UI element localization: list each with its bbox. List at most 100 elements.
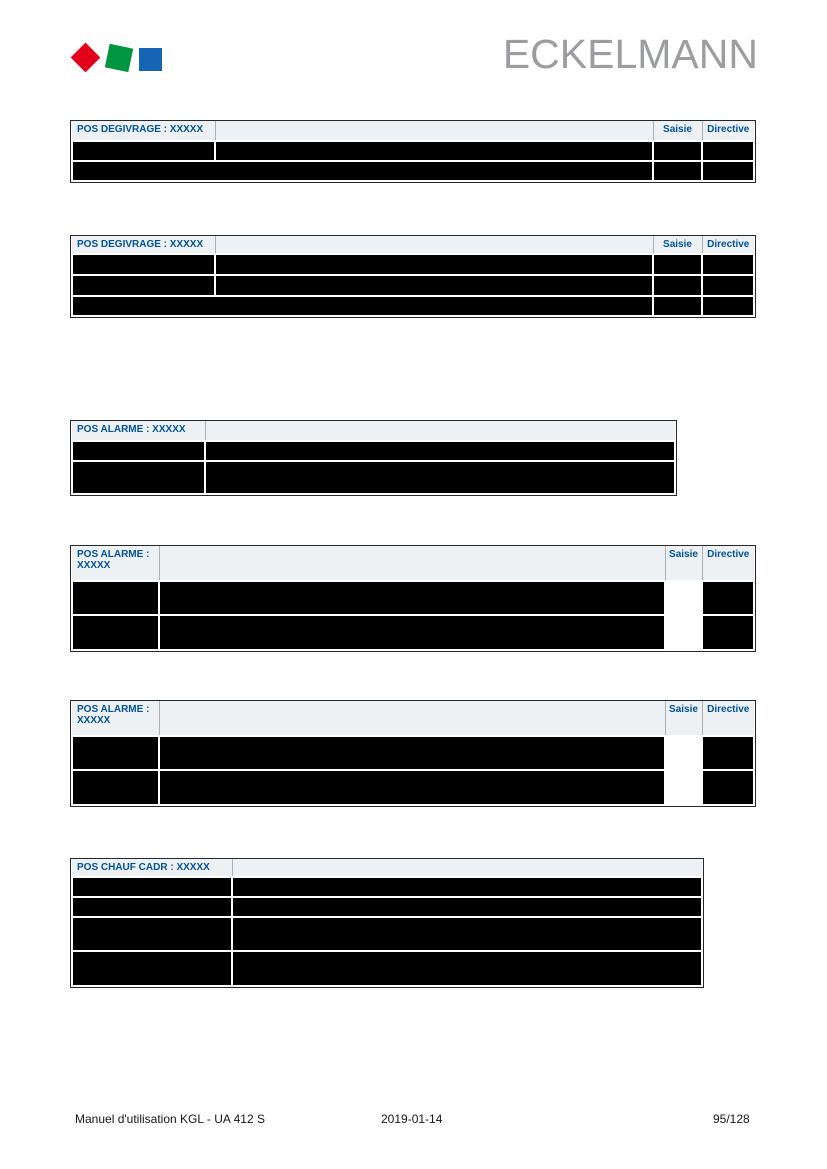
table-row — [71, 460, 676, 495]
table-title: POS ALARME : XXXXX — [72, 421, 205, 441]
redacted-cell — [71, 896, 233, 918]
header-spacer — [204, 421, 675, 441]
redacted-cell — [652, 140, 703, 162]
header-row: POS ALARME : XXXXX Saisie Directive — [72, 701, 754, 736]
redacted-cell — [214, 140, 654, 162]
redacted-cell — [701, 735, 755, 771]
redacted-cell — [231, 896, 703, 918]
table-title: POS ALARME : XXXXX — [72, 546, 159, 581]
pos-alarme-table-3: POS ALARME : XXXXX Saisie Directive — [70, 700, 756, 807]
saisie-column-header: Saisie — [664, 546, 702, 581]
table-title: POS DEGIVRAGE : XXXXX — [72, 121, 215, 141]
redacted-cell — [701, 253, 755, 276]
redacted-cell — [71, 160, 654, 182]
logo-blue-square-icon — [139, 48, 162, 71]
redacted-cell — [158, 735, 666, 771]
directive-column-header: Directive — [701, 701, 754, 736]
saisie-column-header: Saisie — [652, 121, 702, 141]
redacted-cell — [71, 950, 233, 987]
table-row — [71, 614, 755, 651]
empty-cell — [664, 769, 703, 806]
header-spacer — [158, 701, 665, 736]
redacted-cell — [71, 735, 160, 771]
redacted-cell — [231, 916, 703, 952]
directive-column-header: Directive — [701, 121, 754, 141]
footer-date: 2019-01-14 — [381, 1112, 443, 1126]
header-row: POS ALARME : XXXXX Saisie Directive — [72, 546, 754, 581]
redacted-cell — [71, 274, 216, 297]
table-row — [71, 295, 755, 317]
table-row — [71, 876, 703, 898]
redacted-cell — [71, 580, 160, 616]
header-row: POS ALARME : XXXXX — [72, 421, 675, 441]
redacted-cell — [652, 253, 703, 276]
table-row — [71, 140, 755, 162]
table-title: POS CHAUF CADR : XXXXX — [72, 859, 232, 877]
header-spacer — [214, 236, 653, 254]
footer-page-number: 95/128 — [713, 1112, 750, 1126]
table-title: POS DEGIVRAGE : XXXXX — [72, 236, 215, 254]
redacted-cell — [652, 160, 703, 182]
pos-alarme-table-1: POS ALARME : XXXXX — [70, 420, 677, 496]
redacted-cell — [71, 253, 216, 276]
redacted-cell — [71, 876, 233, 898]
redacted-cell — [231, 876, 703, 898]
table-row — [71, 735, 755, 771]
pos-degivrage-table-2: POS DEGIVRAGE : XXXXX Saisie Directive — [70, 235, 756, 318]
table-row — [71, 253, 755, 276]
table-row — [71, 950, 703, 987]
redacted-cell — [652, 295, 703, 317]
directive-column-header: Directive — [701, 546, 754, 581]
redacted-cell — [701, 614, 755, 651]
redacted-cell — [158, 614, 666, 651]
redacted-cell — [71, 140, 216, 162]
header-spacer — [231, 859, 702, 877]
empty-cell — [664, 614, 703, 651]
saisie-column-header: Saisie — [664, 701, 702, 736]
table-row — [71, 160, 755, 182]
header-spacer — [158, 546, 665, 581]
saisie-column-header: Saisie — [652, 236, 702, 254]
redacted-cell — [204, 440, 676, 462]
redacted-cell — [214, 253, 654, 276]
logo-green-square-icon — [104, 43, 134, 73]
empty-cell — [664, 735, 703, 771]
logo-red-square-icon — [70, 42, 101, 73]
redacted-cell — [71, 916, 233, 952]
redacted-cell — [231, 950, 703, 987]
empty-cell — [664, 580, 703, 616]
redacted-cell — [701, 140, 755, 162]
redacted-cell — [158, 580, 666, 616]
header-row: POS DEGIVRAGE : XXXXX Saisie Directive — [72, 121, 754, 141]
table-row — [71, 916, 703, 952]
redacted-cell — [204, 460, 676, 495]
eckelmann-logo — [70, 38, 170, 78]
redacted-cell — [701, 769, 755, 806]
footer-doc-title: Manuel d'utilisation KGL - UA 412 S — [75, 1112, 265, 1126]
redacted-cell — [71, 440, 206, 462]
redacted-cell — [71, 460, 206, 495]
table-row — [71, 440, 676, 462]
header-row: POS CHAUF CADR : XXXXX — [72, 859, 702, 877]
redacted-cell — [158, 769, 666, 806]
pos-chauf-cadr-table: POS CHAUF CADR : XXXXX — [70, 858, 704, 988]
table-row — [71, 769, 755, 806]
redacted-cell — [701, 295, 755, 317]
header-spacer — [214, 121, 653, 141]
table-row — [71, 580, 755, 616]
redacted-cell — [701, 580, 755, 616]
redacted-cell — [71, 614, 160, 651]
table-title: POS ALARME : XXXXX — [72, 701, 159, 736]
redacted-cell — [214, 274, 654, 297]
redacted-cell — [652, 274, 703, 297]
brand-wordmark: ECKELMANN — [502, 31, 758, 77]
redacted-cell — [71, 295, 654, 317]
directive-column-header: Directive — [701, 236, 754, 254]
table-row — [71, 896, 703, 918]
pos-degivrage-table-1: POS DEGIVRAGE : XXXXX Saisie Directive — [70, 120, 756, 183]
redacted-cell — [701, 160, 755, 182]
header-row: POS DEGIVRAGE : XXXXX Saisie Directive — [72, 236, 754, 254]
pos-alarme-table-2: POS ALARME : XXXXX Saisie Directive — [70, 545, 756, 652]
redacted-cell — [701, 274, 755, 297]
